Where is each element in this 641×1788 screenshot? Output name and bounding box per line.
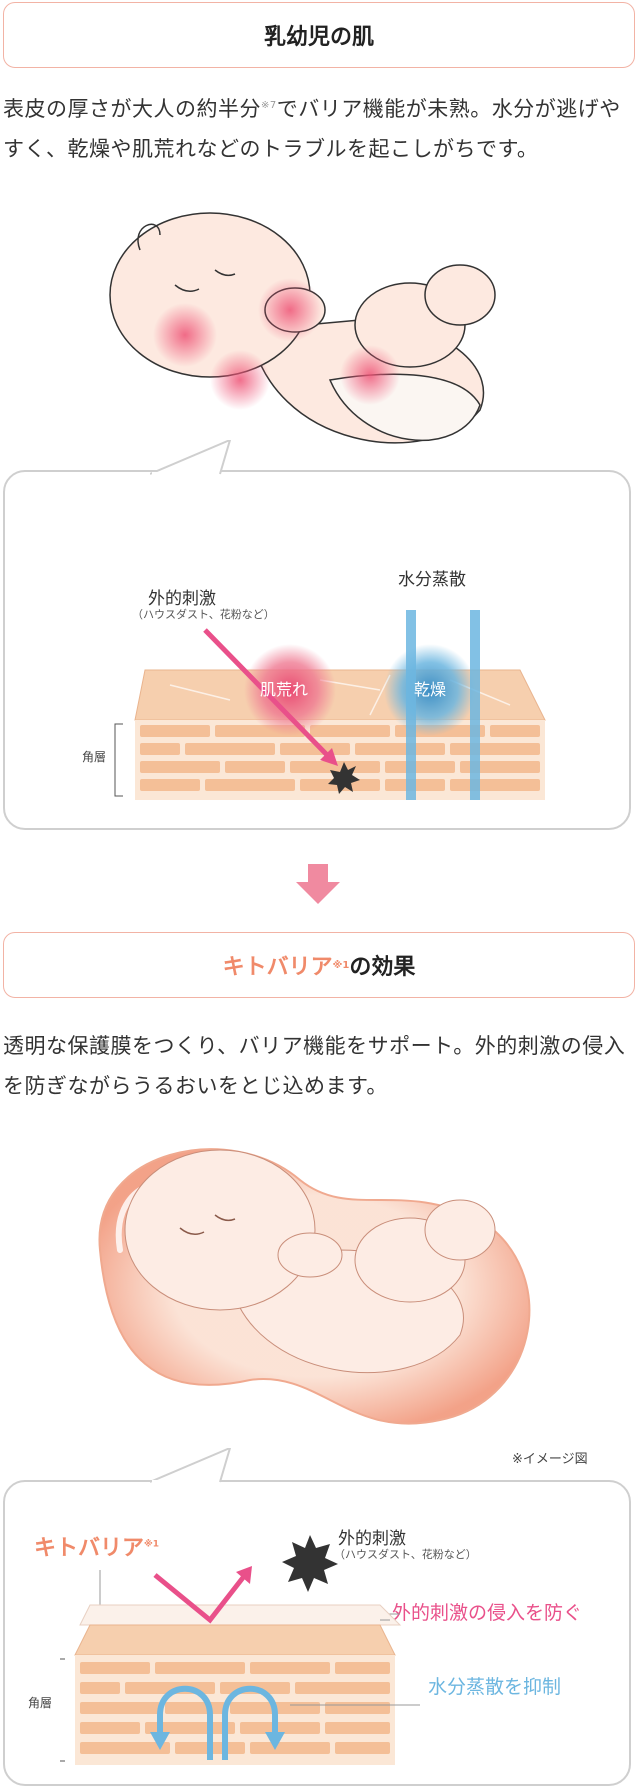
rough-skin-label: 肌荒れ	[260, 680, 309, 699]
description-text: 表皮の厚さが大人の約半分	[3, 97, 261, 121]
brand-label-text: キトバリア	[34, 1536, 145, 1561]
protection-layer-diagram	[60, 1535, 420, 1765]
description-text-2: でバリア機能が未熟。水分が逃げやすく、乾燥や肌荒れなどのトラブルを起こしがちです…	[3, 97, 621, 161]
skin-layer-diagram	[114, 610, 546, 800]
brand-label: キトバリア※1	[34, 1530, 159, 1562]
down-arrow-icon	[296, 864, 340, 904]
suppress-label: 水分蒸散を抑制	[428, 1676, 562, 1698]
stimulus-sublabel-2: （ハウスダスト、花粉など）	[334, 1548, 477, 1561]
stratum-corneum-label: 角層	[82, 750, 107, 764]
evaporation-label: 水分蒸散	[398, 570, 466, 590]
baby-illustration	[109, 212, 496, 444]
image-note: ※イメージ図	[512, 1452, 588, 1467]
section-title: 乳幼児の肌	[263, 25, 374, 50]
footnote-mark: ※1	[332, 959, 350, 971]
footnote-mark: ※7	[261, 100, 277, 111]
section1-description: 表皮の厚さが大人の約半分※7でバリア機能が未熟。水分が逃げやすく、乾燥や肌荒れな…	[3, 86, 635, 169]
speech-pointer	[150, 1448, 232, 1484]
footnote-mark: ※1	[144, 1539, 160, 1550]
section-header-infant-skin: 乳幼児の肌	[3, 2, 635, 68]
stimulus-label-2: 外的刺激	[338, 1529, 406, 1549]
dry-skin-label: 乾燥	[414, 680, 447, 699]
stimulus-label: 外的刺激	[148, 589, 216, 609]
title-suffix: の効果	[349, 955, 416, 980]
protected-baby-illustration	[98, 1148, 531, 1425]
block-label: 外的刺激の侵入を防ぐ	[392, 1602, 583, 1624]
stratum-corneum-label-2: 角層	[28, 1696, 53, 1710]
speech-pointer	[150, 440, 232, 476]
stimulus-sublabel: （ハウスダスト、花粉など）	[132, 608, 275, 621]
brand-name: キトバリア	[222, 955, 333, 980]
section2-description: 透明な保護膜をつくり、バリア機能をサポート。外的刺激の侵入を防ぎながらうるおいを…	[3, 1034, 626, 1098]
